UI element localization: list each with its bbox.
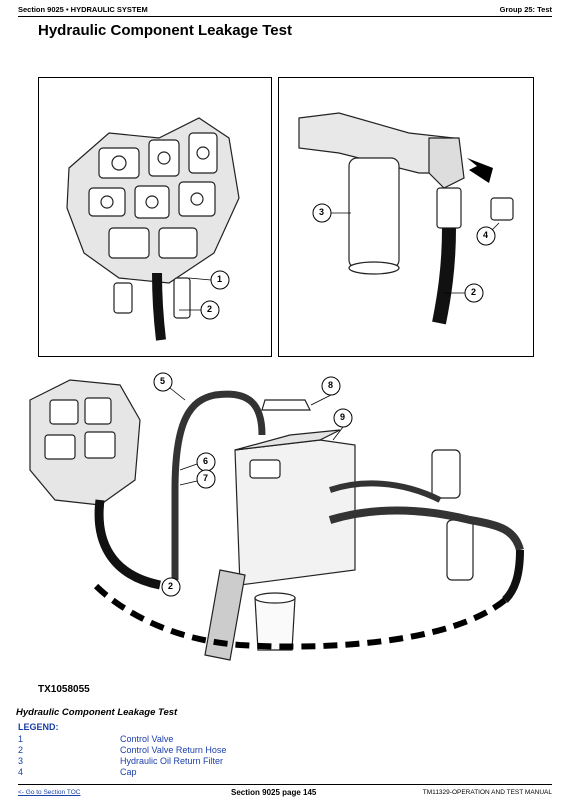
legend-item: 4 Cap <box>18 767 438 778</box>
header-group: Group 25: Test <box>499 5 552 14</box>
footer-page-number: Section 9025 page 145 <box>231 788 317 797</box>
legend-item-number: 4 <box>18 767 24 777</box>
legend-item-description: Hydraulic Oil Return Filter <box>120 756 224 766</box>
legend-item: 3 Hydraulic Oil Return Filter <box>18 756 438 767</box>
callout-8: 8 <box>328 380 334 390</box>
header-section: Section 9025 • HYDRAULIC SYSTEM <box>18 5 148 14</box>
go-to-section-toc-link[interactable]: <- Go to Section TOC <box>18 789 81 796</box>
legend-item-number: 1 <box>18 734 24 744</box>
legend-item-description: Cap <box>120 767 137 777</box>
callout-2-hose: 2 <box>471 287 477 297</box>
callout-2: 2 <box>207 304 213 314</box>
legend-item-number: 3 <box>18 756 24 766</box>
legend-list: 1 Control Valve 2 Control Valve Return H… <box>18 734 438 778</box>
footer-divider <box>18 784 552 785</box>
figure-panel-control-valve: 1 2 <box>38 77 272 357</box>
figure-caption: Hydraulic Component Leakage Test <box>16 707 178 718</box>
page-title: Hydraulic Component Leakage Test <box>38 22 292 39</box>
callout-6: 6 <box>203 456 209 466</box>
legend-title: LEGEND: <box>18 722 59 732</box>
figure-panel-return-filter: 3 4 2 <box>278 77 534 357</box>
legend-item: 2 Control Valve Return Hose <box>18 745 438 756</box>
legend-item-description: Control Valve <box>120 734 174 744</box>
leakage-test-illustration <box>29 372 524 661</box>
callout-2-bottom: 2 <box>168 581 174 591</box>
figure-leakage-setup: 5 8 9 6 7 2 <box>0 360 572 680</box>
callout-9: 9 <box>340 412 346 422</box>
legend-item: 1 Control Valve <box>18 734 438 745</box>
callout-4: 4 <box>483 230 489 240</box>
legend-item-number: 2 <box>18 745 24 755</box>
footer-manual-id: TM11329-OPERATION AND TEST MANUAL <box>422 789 552 796</box>
callout-7: 7 <box>203 473 209 483</box>
header-divider <box>18 16 552 17</box>
callout-1: 1 <box>217 274 223 284</box>
callout-3: 3 <box>319 207 325 217</box>
control-valve-illustration <box>66 117 240 341</box>
return-filter-illustration <box>298 112 514 325</box>
callout-5: 5 <box>160 376 166 386</box>
legend-item-description: Control Valve Return Hose <box>120 745 227 755</box>
figure-id: TX1058055 <box>38 684 90 695</box>
